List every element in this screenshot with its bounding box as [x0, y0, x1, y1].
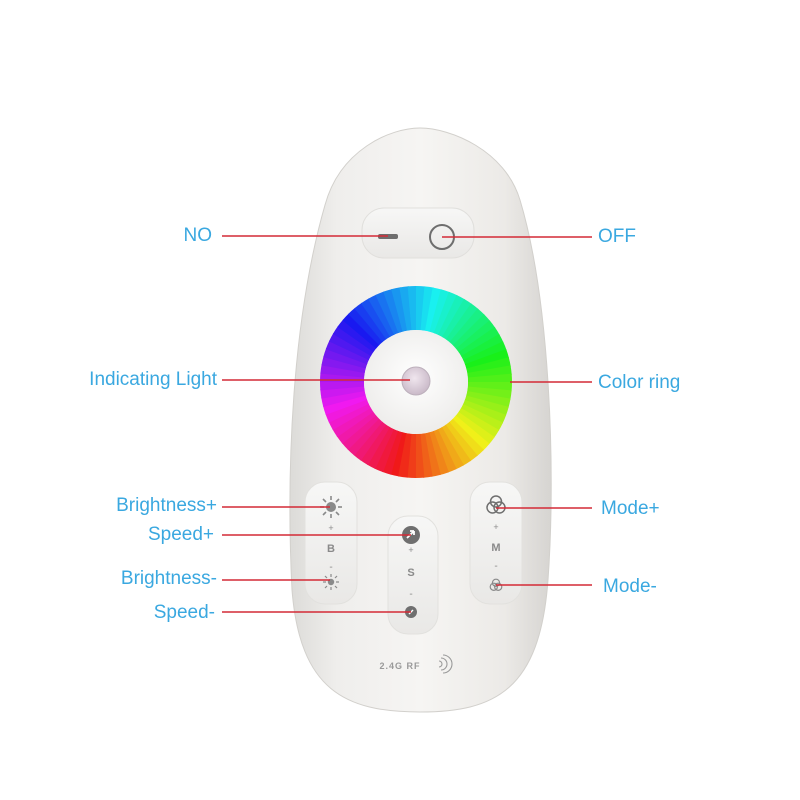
color-ring-segment[interactable]: [360, 298, 391, 340]
color-ring-segment[interactable]: [341, 414, 380, 450]
color-ring-segment[interactable]: [374, 428, 399, 473]
color-ring-segment[interactable]: [320, 380, 365, 391]
mode-key-panel: [469, 481, 523, 605]
label-speed-minus: Speed-: [153, 602, 215, 623]
color-ring-segment[interactable]: [337, 319, 377, 353]
color-ring-segment[interactable]: [342, 313, 380, 349]
color-ring-segment[interactable]: [458, 326, 500, 357]
color-ring-segment[interactable]: [433, 429, 457, 473]
speed-minus-sign: -: [409, 589, 412, 600]
color-ring-segment[interactable]: [458, 408, 500, 439]
color-ring-segment[interactable]: [323, 347, 368, 369]
color-ring-segment[interactable]: [320, 364, 365, 378]
color-ring-segment[interactable]: [416, 286, 426, 331]
color-ring-segment[interactable]: [449, 308, 485, 346]
color-ring-segment[interactable]: [424, 432, 441, 477]
color-ring-segment[interactable]: [420, 286, 434, 331]
color-ring-segment[interactable]: [461, 334, 504, 361]
mode-minus-sign: -: [494, 561, 497, 572]
color-ring-segment[interactable]: [437, 294, 466, 338]
color-ring-segment[interactable]: [347, 418, 383, 456]
mode-key-letter: M: [491, 542, 500, 554]
color-ring-segment[interactable]: [336, 411, 377, 444]
label-color-ring: Color ring: [598, 372, 681, 393]
brightness-minus-sign: -: [329, 562, 332, 573]
color-ring-segment[interactable]: [445, 303, 479, 343]
brightness-key-letter: B: [327, 543, 335, 555]
label-mode-minus: Mode-: [603, 576, 657, 597]
color-ring-segment[interactable]: [466, 357, 511, 374]
color-ring-segment[interactable]: [368, 294, 395, 337]
color-ring-segment[interactable]: [460, 403, 504, 432]
color-ring-segment[interactable]: [407, 286, 418, 331]
power-key-panel: [361, 207, 475, 259]
color-ring-segment[interactable]: [429, 289, 451, 334]
color-ring-segment[interactable]: [325, 340, 370, 365]
color-ring-segment[interactable]: [414, 433, 425, 479]
speed-key-letter: S: [407, 567, 414, 579]
color-ring-segment[interactable]: [332, 325, 374, 356]
label-brightness-minus: Brightness-: [120, 568, 217, 589]
color-ring-segment[interactable]: [398, 433, 412, 478]
color-ring-segment[interactable]: [406, 433, 416, 479]
label-mode-plus: Mode+: [601, 498, 660, 519]
color-ring-segment[interactable]: [391, 287, 408, 332]
color-ring-segment[interactable]: [354, 302, 387, 343]
color-ring-segment[interactable]: [464, 395, 509, 417]
color-ring-segment[interactable]: [455, 411, 495, 445]
color-ring-segment[interactable]: [359, 424, 390, 466]
rf-footer-text: 2.4G RF: [379, 661, 420, 671]
color-ring-segment[interactable]: [441, 424, 472, 466]
label-brightness-plus: Brightness+: [116, 495, 217, 516]
color-ring-segment[interactable]: [321, 355, 366, 373]
color-ring-segment[interactable]: [464, 349, 510, 370]
label-indicating-light: Indicating Light: [89, 369, 217, 390]
color-ring-segment[interactable]: [348, 307, 384, 346]
color-ring-segment[interactable]: [433, 291, 458, 336]
indicating-light-icon: [401, 366, 431, 396]
color-ring-segment[interactable]: [428, 430, 449, 476]
color-ring-segment[interactable]: [389, 432, 407, 477]
mode-plus-sign: +: [493, 522, 498, 532]
color-ring-segment[interactable]: [462, 399, 507, 424]
color-ring-segment[interactable]: [366, 426, 395, 470]
color-ring-segment[interactable]: [466, 391, 511, 409]
color-ring-segment[interactable]: [328, 403, 371, 430]
color-ring-segment[interactable]: [383, 288, 404, 334]
brightness-key-panel: [304, 481, 358, 605]
color-ring-segment[interactable]: [437, 427, 464, 470]
label-speed-plus: Speed+: [147, 524, 214, 545]
speed-key-panel: [387, 515, 439, 635]
wireless-signal-icon: [438, 654, 453, 674]
color-ring-segment[interactable]: [322, 394, 368, 415]
brightness-plus-sign: +: [328, 523, 333, 533]
speed-plus-sign: +: [408, 545, 413, 555]
color-ring-segment[interactable]: [467, 373, 512, 384]
color-ring-segment[interactable]: [442, 298, 473, 340]
label-on: NO: [183, 225, 213, 246]
color-ring-segment[interactable]: [467, 386, 512, 400]
color-ring-segment[interactable]: [353, 421, 387, 461]
mode-down-icon[interactable]: [489, 578, 503, 591]
color-ring-segment[interactable]: [321, 390, 366, 407]
color-ring-segment[interactable]: [463, 341, 507, 365]
color-ring-segment[interactable]: [325, 399, 369, 423]
color-ring-segment[interactable]: [467, 382, 512, 392]
color-ring-segment[interactable]: [425, 287, 443, 332]
color-ring-segment[interactable]: [332, 407, 374, 438]
color-ring-segment[interactable]: [448, 418, 484, 457]
color-ring-segment[interactable]: [452, 314, 491, 350]
color-ring-segment[interactable]: [455, 320, 496, 353]
color-ring-segment[interactable]: [445, 421, 478, 462]
color-ring-segment[interactable]: [452, 415, 490, 451]
small-sun-icon[interactable]: [323, 574, 339, 590]
color-ring-segment[interactable]: [375, 291, 399, 335]
label-off: OFF: [598, 226, 636, 247]
color-ring[interactable]: [320, 286, 512, 479]
color-ring-segment[interactable]: [381, 430, 403, 475]
color-ring-segment[interactable]: [328, 332, 372, 361]
